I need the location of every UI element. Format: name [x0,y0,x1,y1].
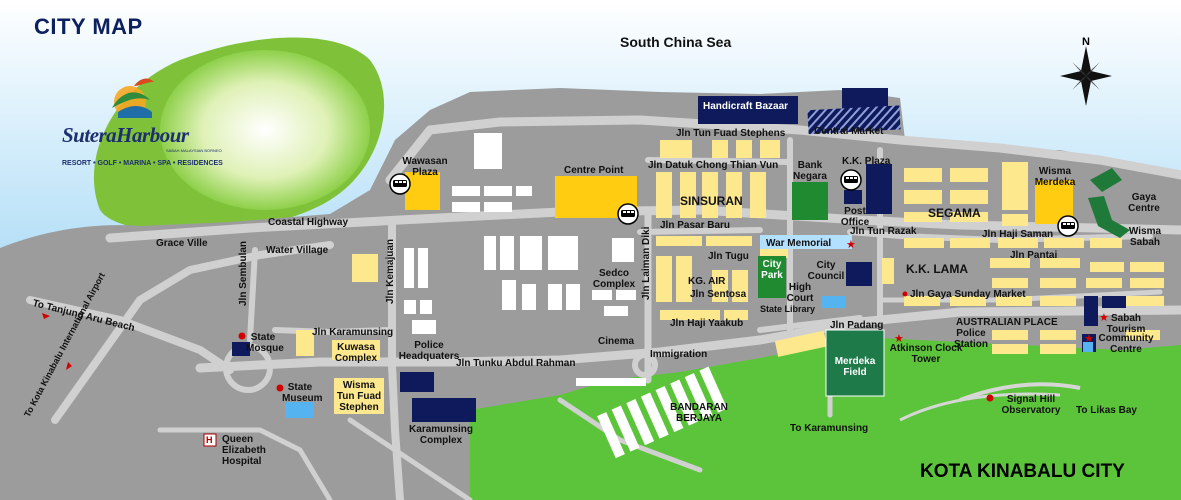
label-jln-pantai: Jln Pantai [1010,250,1058,261]
label-immigration: Immigration [650,349,708,360]
label-bandaran-berjaya: BANDARAN BERJAYA [670,402,728,424]
logo-tagline: RESORT • GOLF • MARINA • SPA • RESIDENCE… [62,160,223,167]
label-jln-tugu: Jln Tugu [708,251,749,262]
label-wisma-sabah: Wisma Sabah [1128,226,1162,248]
label-war-memorial: War Memorial [766,238,832,249]
label-coastal-highway: Coastal Highway [268,217,349,228]
label-kuwasa-complex: Kuwasa Complex [334,342,378,364]
label-kg-air: KG. AIR [688,276,726,287]
label-sinsuran: SINSURAN [680,194,743,208]
label-karamunsing-complex: Karamunsing Complex [409,424,473,446]
sea-label: South China Sea [620,34,732,50]
war-memorial-bar [760,235,852,249]
footer-title: KOTA KINABALU CITY [920,461,1125,482]
svg-text:★: ★ [1099,311,1109,324]
svg-text:★: ★ [846,238,856,251]
label-cinema: Cinema [598,336,635,347]
star-markers: ★ ★ ★ ★ [846,238,1109,345]
label-high-court: High Court [786,282,814,304]
logo-small: SABAH MALAYSIAN BORNEO [166,148,222,153]
label-jln-datuk-chong: Jln Datuk Chong Thian Vun [648,160,779,171]
label-bank-negara: Bank Negara [793,160,827,182]
logo-name: SuteraHarbour [62,123,189,147]
wisma-sabah-shape [1088,196,1130,238]
label-jln-laiman-diki: Jln Laiman Diki [641,226,652,300]
label-jln-padang: Jln Padang [830,320,884,331]
label-centre-point: Centre Point [564,165,624,176]
direction-arrows [42,313,72,370]
label-jln-tunku-abdul-rahman: Jln Tunku Abdul Rahman [456,358,576,369]
label-jln-kemajuan: Jln Kemajuan [385,238,396,304]
compass-icon [1060,46,1112,106]
label-to-likas-bay: To Likas Bay [1076,405,1137,416]
label-kk-lama: K.K. LAMA [906,262,968,276]
label-grace-ville: Grace Ville [156,238,208,249]
label-jln-haji-saman: Jln Haji Saman [982,229,1054,240]
signal-hill-road [899,392,1061,422]
label-wisma-merdeka: Wisma Merdeka [1034,166,1076,188]
label-city-council: City Council [807,260,845,282]
buildings-navy [232,88,1126,422]
label-signal-hill: Signal Hill Observatory [1001,394,1061,416]
label-community-centre: Community Centre [1098,333,1154,355]
gaya-centre-shape [1090,168,1122,192]
label-jln-haji-yaakub: Jln Haji Yaakub [670,318,744,329]
label-atkinson: Atkinson Clock Tower [889,343,963,365]
label-segama: SEGAMA [928,206,981,220]
bandaran-blocks [597,366,728,459]
label-sedco-complex: Sedco Complex [592,268,636,290]
label-kk-plaza: K.K. Plaza [842,156,891,167]
bandaran-strip [576,378,646,386]
bank-negara-building [792,182,828,220]
label-state-mosque: State Mosque [246,332,284,354]
water-village [352,254,378,282]
label-jln-pasar-baru: Jln Pasar Baru [660,220,731,231]
island-glow [160,50,370,210]
bus-icons [389,169,1079,237]
buildings-white [404,133,636,334]
map-title: CITY MAP [34,14,143,39]
label-state-museum: State Museum [282,382,323,404]
label-police-station: Police Station [954,328,988,350]
label-city-park: City Park [761,259,783,281]
label-wisma-tun-fuad: Wisma Tun Fuad Stephen [336,380,382,413]
state-library-pool [822,296,846,308]
logo-emblem [112,78,154,118]
label-queen-elizabeth: Queen Elizabeth Hospital [222,434,266,467]
hospital-symbol: H [206,435,213,445]
compass-north-label: N [1082,36,1090,48]
label-merdeka-field: Merdeka Field [834,356,876,378]
label-sabah-tourism: Sabah Tourism [1106,313,1146,335]
hospital-box [203,433,217,447]
label-australian-place: AUSTRALIAN PLACE [956,317,1058,328]
hill-road [959,382,1081,402]
label-jln-karamunsing: Jln Karamunsing [312,327,394,338]
label-jln-gaya-sunday: Jln Gaya Sunday Market [910,289,1026,300]
merdeka-field-area [825,329,885,397]
label-jln-tun-razak: Jln Tun Razak [850,226,917,237]
label-central-market: Central Market [814,126,884,137]
label-jln-tun-fuad-stephens: Jln Tun Fuad Stephens [676,128,786,139]
label-gaya-centre: Gaya Centre [1128,192,1160,214]
red-markers [238,291,994,402]
state-museum-pool [285,402,313,418]
label-water-village: Water Village [266,245,329,256]
label-to-karamunsing: To Karamunsing [790,423,869,434]
buildings-yellow [296,140,1164,414]
community-pool [1083,342,1093,352]
svg-text:★: ★ [894,332,904,345]
label-handicraft-bazaar: Handicraft Bazaar [703,101,789,112]
svg-text:★: ★ [1084,332,1094,345]
label-wawasan-plaza: Wawasan Plaza [402,156,448,178]
label-police-hq: Police Headquaters [398,340,460,362]
city-park-area [758,256,786,298]
label-jln-sentosa: Jln Sentosa [690,289,747,300]
label-post-office: Post Office [840,206,870,228]
label-jln-sembulan: Jln Sembulan [238,240,249,306]
central-market-building [807,105,901,135]
label-state-library: State Library [760,304,816,314]
